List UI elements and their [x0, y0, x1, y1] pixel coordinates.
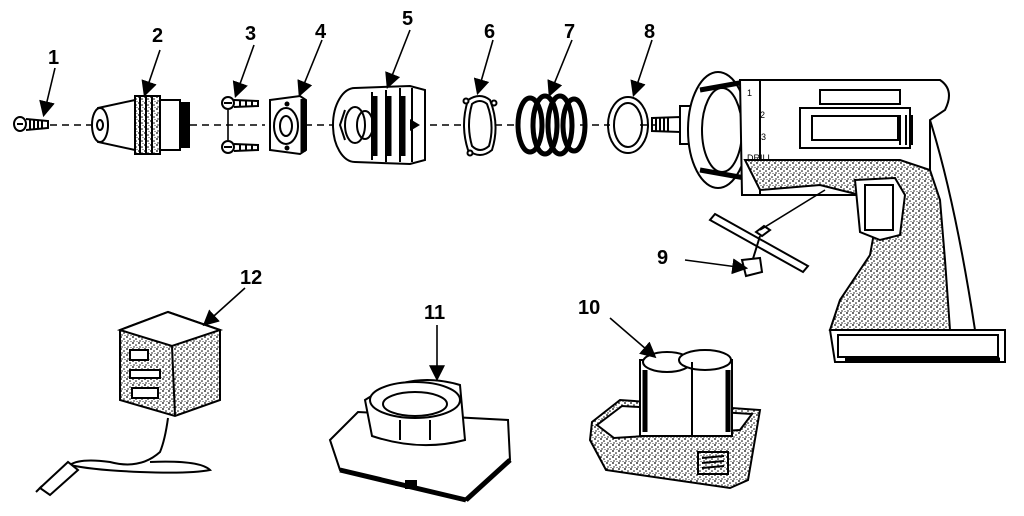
leader-3: [232, 44, 255, 99]
callout-10: 10: [578, 297, 600, 319]
leader-5: [385, 29, 411, 89]
keyed-chuck: [91, 95, 190, 155]
torque-mark-3: 3: [761, 132, 766, 142]
callout-1: 1: [48, 47, 59, 69]
torque-mark-1: 1: [747, 88, 752, 98]
leader-lines: [39, 29, 749, 382]
callout-labels: 1 2 3 4 5 6 7 8 9 10 11 12: [48, 8, 668, 324]
retaining-screws: [221, 96, 259, 154]
torque-mark-drill: DRILL: [747, 153, 773, 163]
callout-12: 12: [240, 267, 262, 289]
wall-charger-adapter: [35, 310, 224, 497]
leader-9: [684, 258, 749, 275]
charging-stand: [328, 379, 512, 503]
leader-7: [547, 39, 573, 97]
leader-1: [39, 67, 56, 118]
chuck-key: [708, 189, 826, 278]
torque-mark-2: 2: [760, 110, 765, 120]
callout-3: 3: [245, 23, 256, 45]
leader-2: [141, 49, 161, 98]
leader-6: [473, 39, 494, 96]
drill-body: 1 2 3 DRILL: [651, 71, 1006, 363]
leader-8: [630, 39, 653, 98]
leader-10: [609, 317, 657, 359]
battery-pack: [588, 349, 762, 490]
clutch-collar: [332, 84, 426, 166]
leader-4: [297, 39, 323, 97]
callout-4: 4: [315, 21, 327, 43]
spring: [515, 93, 588, 157]
callout-5: 5: [402, 8, 413, 30]
callout-6: 6: [484, 21, 495, 43]
leader-12: [202, 287, 246, 327]
clip-ring: [462, 95, 498, 157]
callout-8: 8: [644, 21, 655, 43]
callout-11: 11: [424, 302, 445, 324]
callout-7: 7: [564, 21, 575, 43]
mounting-plate: [269, 94, 307, 156]
chuck-screw: [13, 116, 49, 132]
callout-2: 2: [152, 25, 163, 47]
callout-9: 9: [657, 247, 668, 269]
washer-ring: [607, 96, 649, 154]
